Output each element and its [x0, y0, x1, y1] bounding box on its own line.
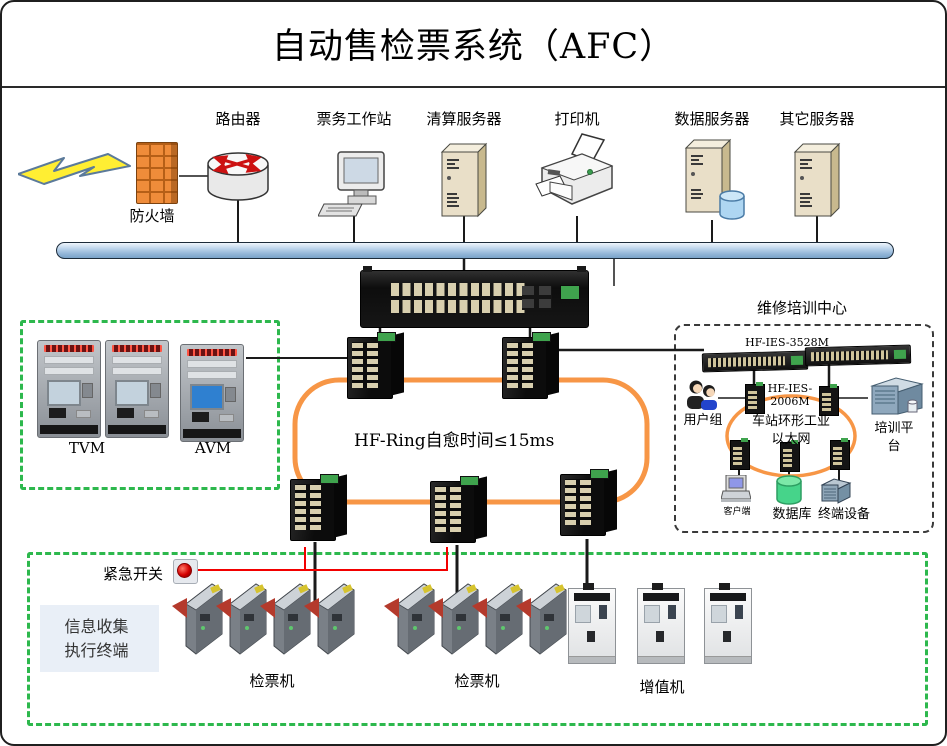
training-ring-switch-2 — [819, 384, 839, 416]
user-group-label: 用户组 — [683, 413, 723, 428]
core-switch — [360, 266, 589, 328]
training-platform-label: 培训平台 — [874, 421, 914, 454]
training-ring-switch-1 — [745, 382, 765, 414]
training-platform-icon — [870, 377, 924, 415]
lightning-icon — [18, 153, 131, 185]
tvm-machine-1 — [37, 340, 101, 438]
addvalue-label: 增值机 — [639, 678, 685, 696]
avm-machine — [180, 344, 244, 442]
addvalue-machine-2 — [637, 583, 685, 664]
clearing-server-icon — [440, 142, 488, 218]
database-icon — [776, 475, 802, 505]
database-label: 数据库 — [772, 507, 812, 522]
other-server-icon — [793, 142, 841, 218]
core-switch-power — [560, 285, 580, 300]
gate-machine-group-2 — [383, 583, 567, 655]
ring-switch-2 — [502, 332, 562, 400]
router-icon — [207, 152, 269, 201]
workstation-icon — [318, 151, 385, 217]
terminal-device-icon — [820, 478, 852, 504]
other-server-label: 其它服务器 — [779, 110, 855, 128]
gate-machine-group-1 — [171, 583, 355, 655]
printer-icon — [535, 133, 614, 205]
ring-switch-3 — [290, 474, 350, 542]
emergency-switch-label: 紧急开关 — [102, 565, 163, 583]
station-ring-label: 车站环形工业以太网 — [751, 414, 830, 447]
data-server-label: 数据服务器 — [674, 110, 750, 128]
ring-switch-4 — [430, 476, 490, 544]
rack-switch-model-label: HF-IES-3528M — [745, 336, 829, 349]
ring-switch-model-label: HF-IES-2006M — [767, 382, 813, 409]
clearing-server-label: 清算服务器 — [426, 110, 502, 128]
station-devices-box — [20, 320, 280, 490]
tvm-machine-2 — [105, 340, 169, 438]
avm-label: AVM — [194, 439, 232, 457]
emergency-button-icon — [173, 559, 198, 584]
addvalue-machine-1 — [568, 583, 616, 664]
training-center-box — [674, 324, 934, 533]
addvalue-machine-3 — [704, 583, 752, 664]
training-ring-switch-5 — [830, 438, 850, 470]
title-divider — [2, 86, 945, 88]
firewall-label: 防火墙 — [129, 207, 175, 225]
core-switch-sfp-ports — [522, 286, 552, 310]
training-ring-switch-4 — [780, 440, 800, 472]
page-title: 自动售检票系统（AFC） — [271, 27, 676, 67]
gate-group-1-label: 检票机 — [249, 672, 295, 690]
terminal-device-label: 终端设备 — [817, 507, 870, 522]
backbone-bus — [56, 242, 894, 259]
terminal-area-box — [27, 552, 928, 726]
client-label: 客户端 — [723, 507, 751, 517]
info-terminal-box: 信息收集执行终端 — [40, 605, 159, 672]
tvm-label: TVM — [68, 439, 106, 457]
client-laptop-icon — [721, 475, 751, 502]
user-group-icon — [687, 380, 717, 410]
info-terminal-label: 信息收集执行终端 — [64, 617, 129, 660]
core-switch-ports — [391, 283, 527, 315]
workstation-label: 票务工作站 — [316, 110, 392, 128]
training-ring-switch-3 — [730, 438, 750, 470]
training-center-title: 维修培训中心 — [756, 299, 847, 317]
firewall-icon — [136, 142, 178, 204]
router-label: 路由器 — [215, 110, 261, 128]
rack-switch-a — [701, 350, 809, 373]
emergency-lines — [195, 547, 448, 571]
ring-switch-5 — [560, 469, 620, 537]
data-server-icon — [684, 138, 745, 220]
hf-ring-label: HF-Ring自愈时间≤15ms — [354, 431, 555, 451]
printer-label: 打印机 — [554, 110, 600, 128]
gate-group-2-label: 检票机 — [454, 672, 500, 690]
ring-switch-1 — [347, 332, 407, 400]
